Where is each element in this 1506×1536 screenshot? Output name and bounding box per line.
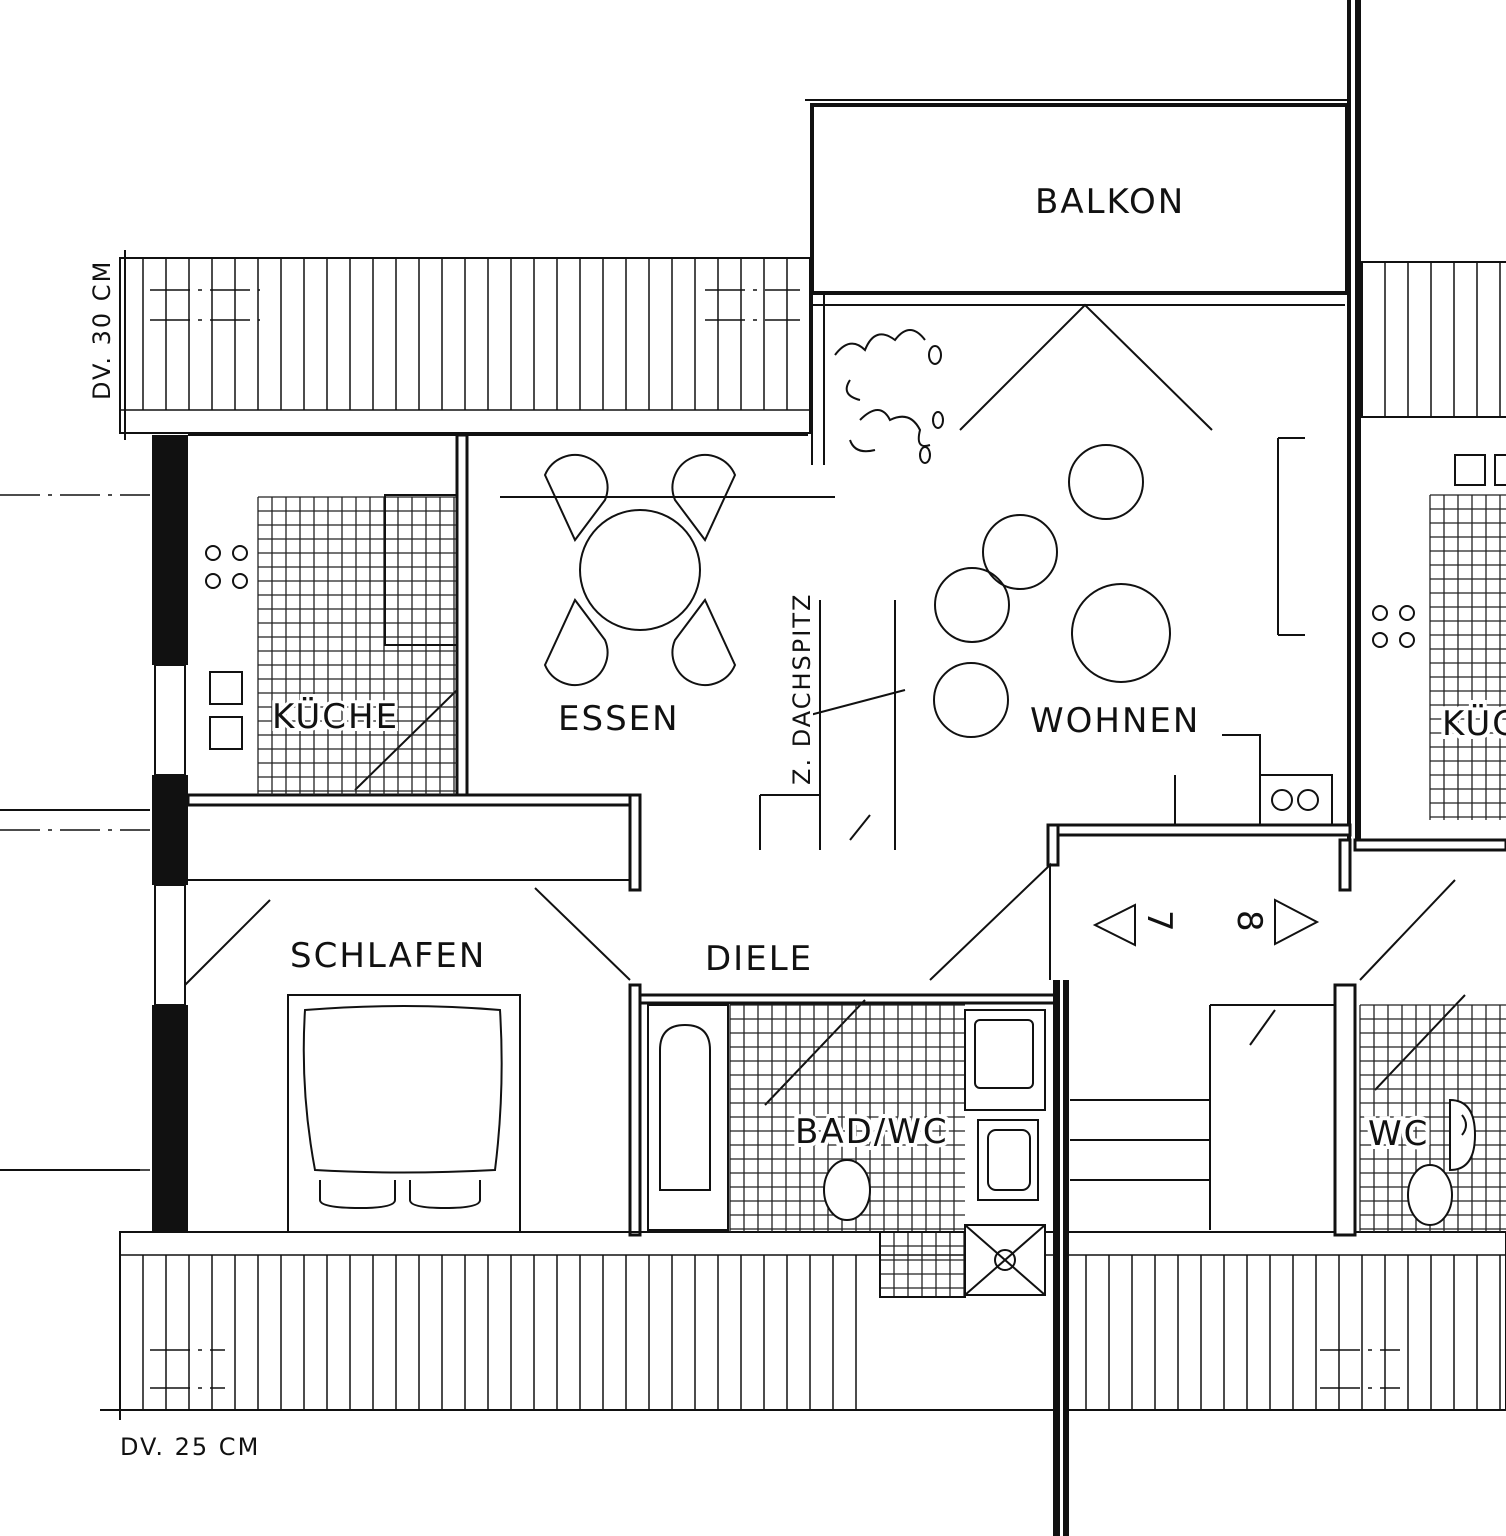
step-number-8: 8 <box>1229 910 1269 934</box>
room-label-diele: DIELE <box>705 939 813 979</box>
stair-note: Z. DACHSPITZ <box>788 593 816 785</box>
roof-overhang-hatching <box>120 258 1506 1410</box>
room-label-schlafen: SCHLAFEN <box>290 936 486 976</box>
tile-grids <box>257 494 1506 1297</box>
overhang-label-top: DV. 30 CM <box>88 260 116 400</box>
bed-icon <box>287 994 521 1233</box>
overhang-label-bottom: DV. 25 CM <box>120 1433 260 1461</box>
room-label-wc: WC <box>1368 1114 1429 1154</box>
step-number-7: 7 <box>1139 910 1179 934</box>
roof-overhang-bottom <box>119 1231 1506 1411</box>
step-7-arrow <box>1092 903 1136 947</box>
room-label-balkon: BALKON <box>1035 182 1185 222</box>
roof-overhang-top <box>119 257 811 434</box>
staircase <box>759 600 1335 1230</box>
room-label-kueche: KÜCHE <box>272 696 399 737</box>
bathroom-fixtures <box>647 1004 1477 1298</box>
room-label-kueche-neighbor: KÜC <box>1442 703 1506 744</box>
room-label-essen: ESSEN <box>558 699 680 739</box>
living-seating-icon <box>933 437 1305 738</box>
oven-icon <box>1174 734 1333 826</box>
dining-table-icon <box>500 454 835 686</box>
roof-overhang-right <box>1361 261 1506 418</box>
door-swings <box>184 303 1466 1106</box>
stove-icon <box>205 454 1506 750</box>
room-label-bad-wc: BAD/WC <box>795 1112 949 1152</box>
room-label-wohnen: WOHNEN <box>1030 701 1200 741</box>
plant-icon <box>834 329 944 464</box>
exterior-wall-left <box>152 435 188 665</box>
step-8-arrow <box>1274 898 1320 946</box>
